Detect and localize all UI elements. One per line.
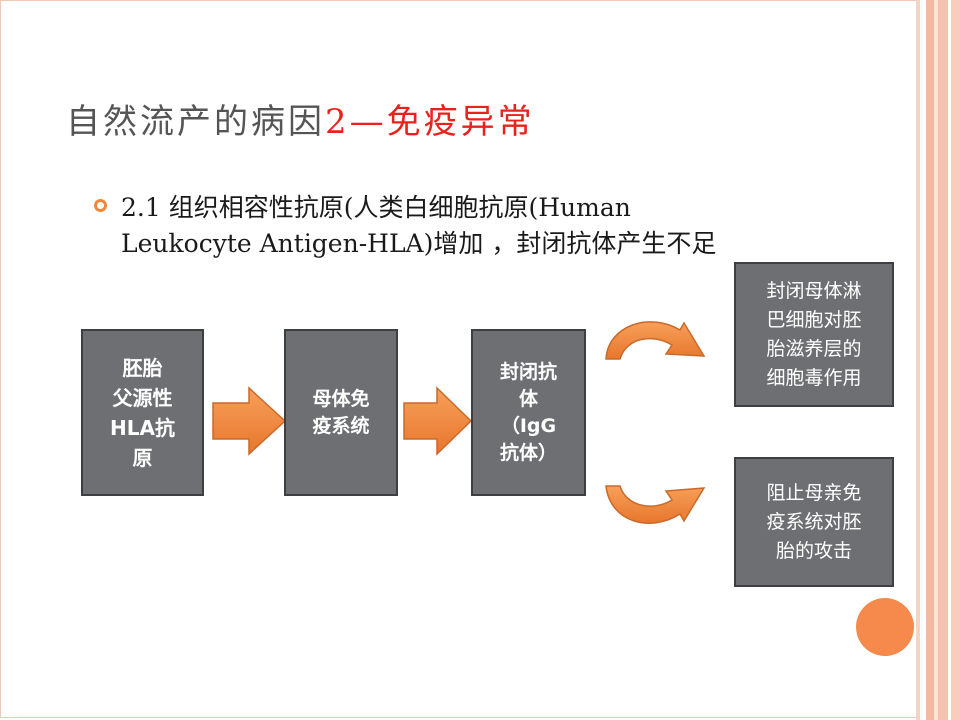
bullet-line-1: 2.1 组织相容性抗原(人类白细胞抗原(Human [121, 193, 631, 222]
box-maternal-immune-system: 母体免 疫系统 [284, 329, 398, 496]
curved-arrow-down-icon [605, 485, 706, 524]
decorative-circle [856, 598, 914, 656]
arrow-right-icon [403, 386, 473, 456]
title-main: 自然流产的病因 [66, 102, 325, 142]
curved-arrow-up-icon [605, 321, 706, 360]
title-accent: 2—免疫异常 [325, 102, 535, 142]
box-result-block-cytotoxicity: 封闭母体淋 巴细胞对胚 胎滋养层的 细胞毒作用 [734, 262, 894, 407]
bullet-text: 2.1 组织相容性抗原(人类白细胞抗原(Human Leukocyte Anti… [121, 190, 881, 262]
bullet-line-2: Leukocyte Antigen-HLA)增加 ，封闭抗体产生不足 [121, 229, 717, 258]
slide-frame [0, 0, 916, 718]
bullet-circle-icon [94, 199, 107, 212]
slide-title: 自然流产的病因2—免疫异常 [66, 94, 535, 143]
box-embryo-hla-antigen: 胚胎 父源性 HLA抗 原 [81, 329, 204, 496]
arrow-right-icon [212, 386, 287, 456]
box-result-prevent-attack: 阻止母亲免 疫系统对胚 胎的攻击 [734, 457, 894, 587]
decorative-stripes [916, 0, 960, 720]
box-blocking-antibody: 封闭抗 体 （IgG 抗体） [471, 329, 586, 496]
